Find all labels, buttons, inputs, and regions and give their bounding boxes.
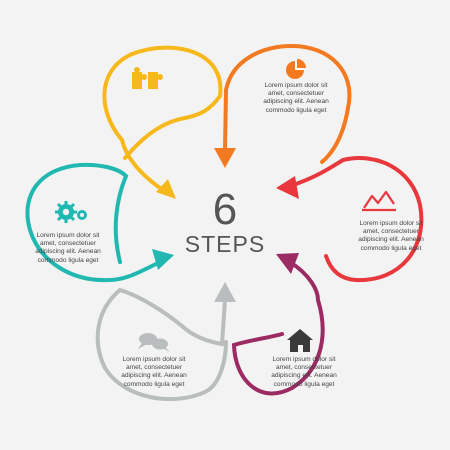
line-chart-icon — [362, 190, 396, 212]
step-5-arrowhead — [214, 282, 236, 302]
steps-count: 6 — [212, 185, 238, 234]
house-icon — [287, 329, 313, 352]
step-4-outline — [231, 260, 325, 396]
step-2-arrowhead — [214, 148, 236, 168]
step-5-text: Lorem ipsum dolor sit amet, consectetuer… — [121, 356, 187, 388]
step-3-petal — [276, 156, 424, 283]
step-6-petal — [25, 162, 174, 283]
pie-chart-icon — [286, 59, 306, 79]
step-5-petal — [95, 282, 236, 402]
chat-bubbles-icon — [138, 333, 170, 352]
step-6-arrowhead — [152, 249, 174, 270]
step-3-text: Lorem ipsum dolor sit amet, consectetuer… — [358, 220, 424, 252]
step-1-petal — [102, 45, 223, 199]
puzzle-icon — [132, 67, 163, 89]
step-2-text: Lorem ipsum dolor sit amet, consectetuer… — [263, 82, 329, 114]
step-1-outline — [102, 45, 223, 190]
gears-icon — [55, 201, 87, 223]
step-1-arrowhead — [156, 179, 176, 199]
step-6-outline — [25, 162, 162, 283]
step-2-outline — [223, 43, 352, 164]
step-4-petal — [231, 253, 325, 396]
step-4-text: Lorem ipsum dolor sit amet, consectetuer… — [271, 356, 337, 388]
step-5-outline — [95, 287, 228, 402]
step-3-outline — [288, 156, 424, 283]
step-6-text: Lorem ipsum dolor sit amet, consectetuer… — [35, 232, 101, 264]
steps-label: STEPS — [184, 231, 266, 257]
step-3-arrowhead — [276, 176, 299, 199]
step-2-petal — [214, 43, 352, 168]
step-4-arrowhead — [276, 253, 299, 274]
